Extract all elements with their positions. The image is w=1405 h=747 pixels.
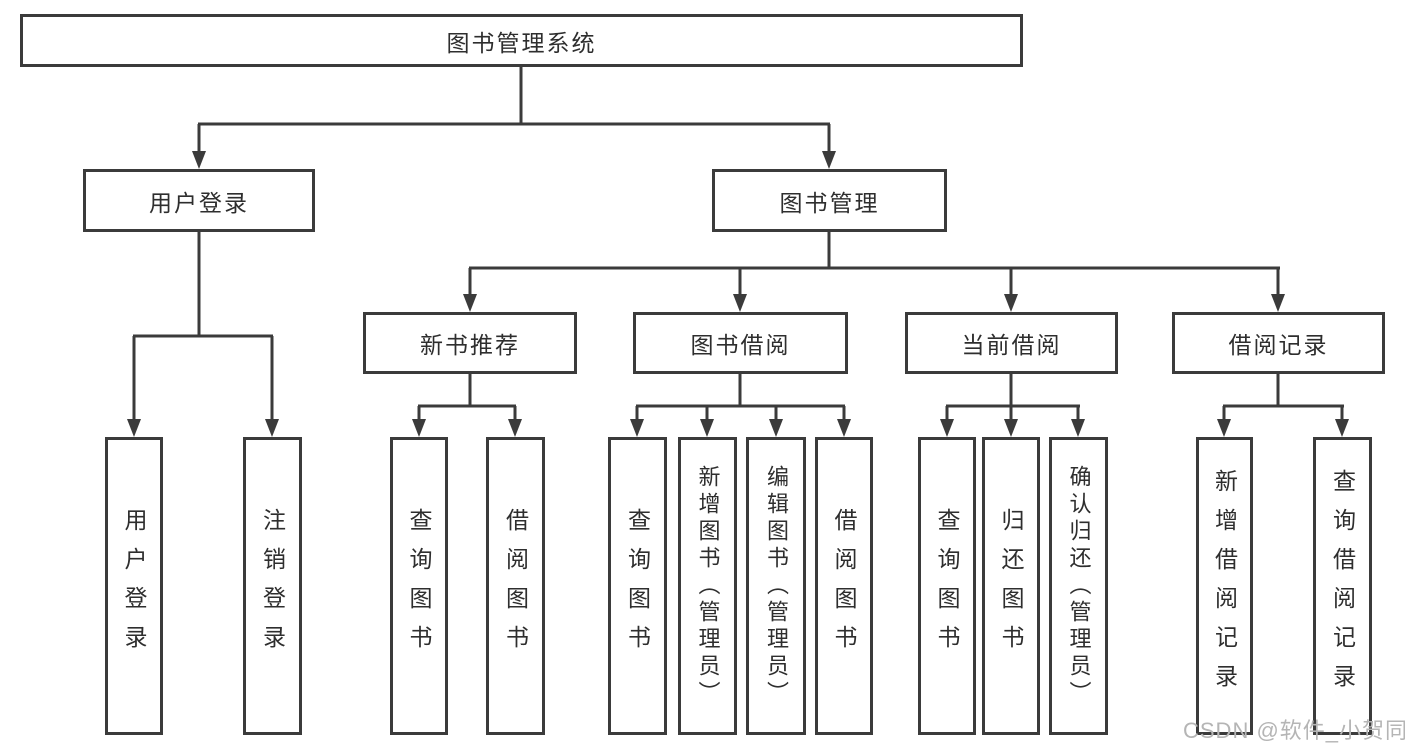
node-book-borrowing: 图书借阅 — [633, 312, 848, 374]
leaf-logout: 注销登录 — [243, 437, 302, 735]
leaf-query-books-borrow: 查询图书 — [608, 437, 667, 735]
leaf-return-books: 归还图书 — [982, 437, 1040, 735]
node-borrowing-records: 借阅记录 — [1172, 312, 1385, 374]
leaf-user-login: 用户登录 — [105, 437, 163, 735]
leaf-query-borrow-record: 查询借阅记录 — [1313, 437, 1372, 735]
node-current-borrowing: 当前借阅 — [905, 312, 1118, 374]
leaf-query-books-newbook: 查询图书 — [390, 437, 448, 735]
leaf-add-borrow-record: 新增借阅记录 — [1196, 437, 1253, 735]
node-new-book-recommendation: 新书推荐 — [363, 312, 577, 374]
node-book-management: 图书管理 — [712, 169, 947, 232]
leaf-add-books-admin: 新增图书（管理员） — [678, 437, 737, 735]
csdn-watermark: CSDN @软件_小贺同学 — [1183, 718, 1405, 743]
leaf-borrow-books-newbook: 借阅图书 — [486, 437, 545, 735]
node-library-management-system: 图书管理系统 — [20, 14, 1023, 67]
node-user-login: 用户登录 — [83, 169, 315, 232]
leaf-confirm-return-admin: 确认归还（管理员） — [1049, 437, 1108, 735]
leaf-query-books-current: 查询图书 — [918, 437, 976, 735]
leaf-edit-books-admin: 编辑图书（管理员） — [746, 437, 806, 735]
leaf-borrow-books: 借阅图书 — [815, 437, 873, 735]
